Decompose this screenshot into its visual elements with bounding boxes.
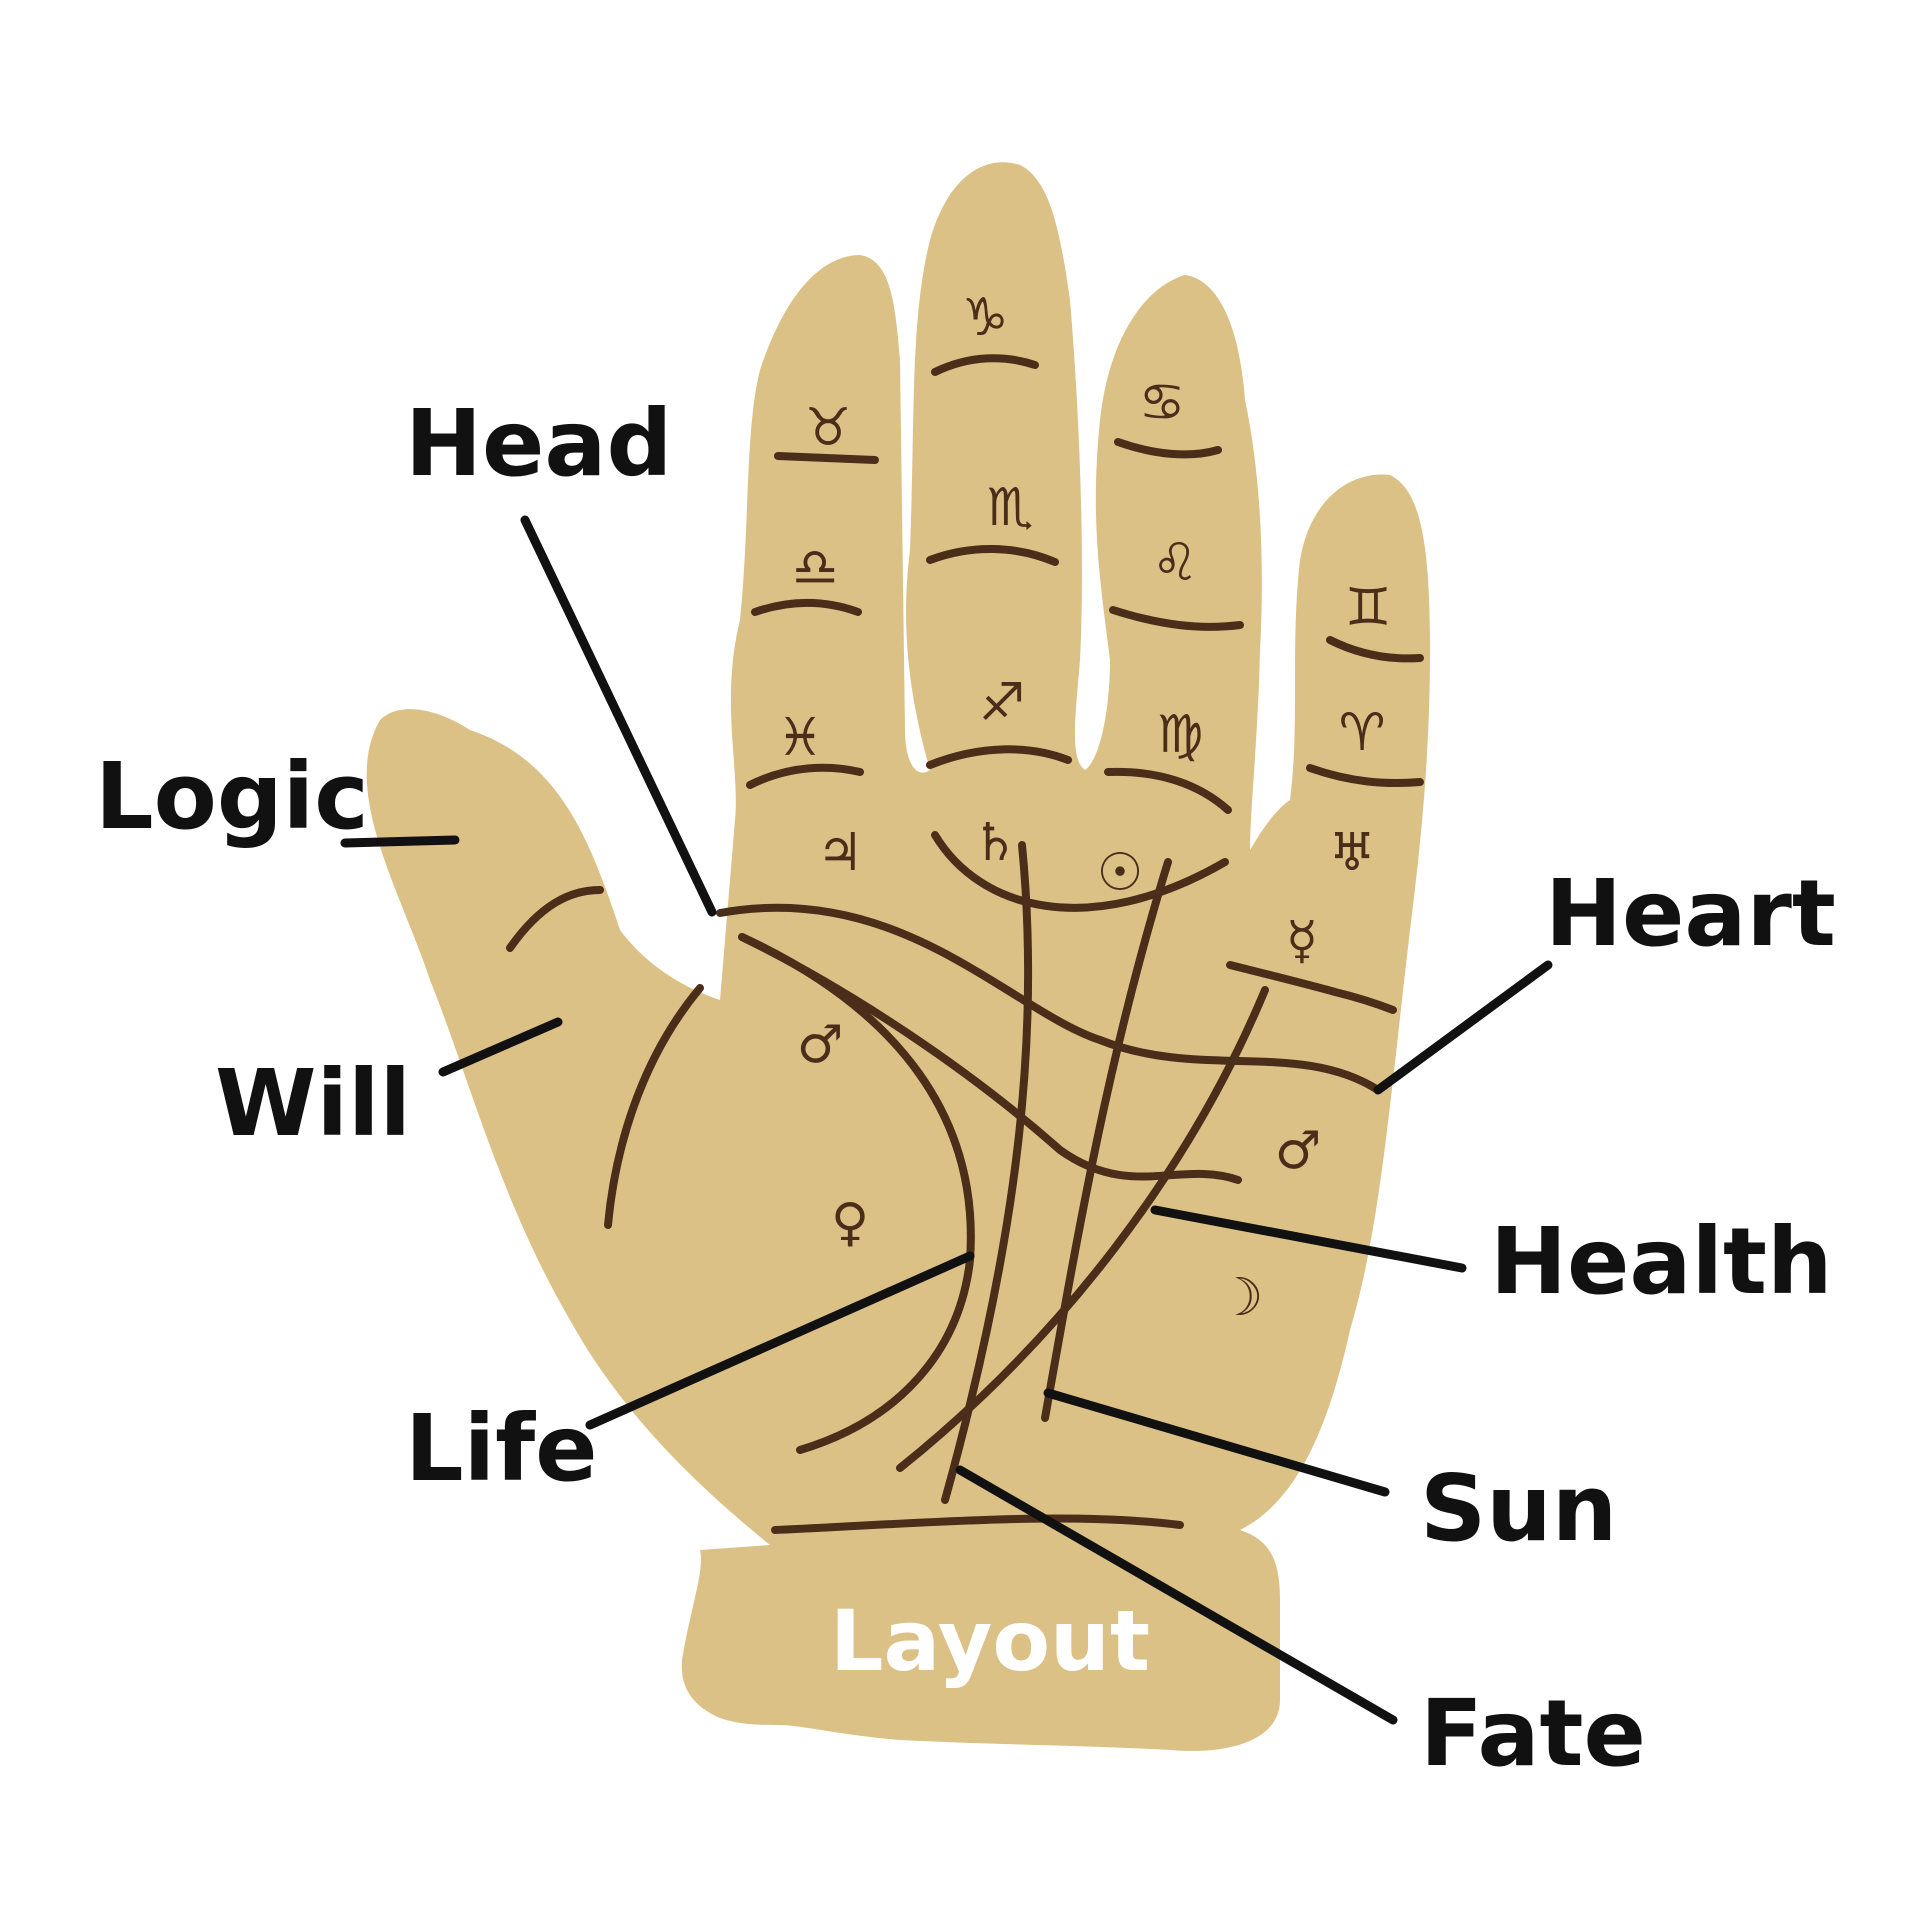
symbol-mount-uranus: ♅ <box>1329 823 1376 883</box>
symbol-mount-sun: ☉ <box>1097 843 1144 903</box>
symbol-index-base: ♓ <box>777 708 824 768</box>
crease-index-3 <box>746 763 864 789</box>
symbol-mount-jupiter: ♃ <box>817 823 864 883</box>
leader-health <box>1150 1205 1467 1273</box>
line-labels: Head Logic Will Life Heart Health Sun Fa… <box>95 390 1836 1787</box>
label-life: Life <box>405 1395 598 1502</box>
leader-head <box>520 515 717 917</box>
sun-line <box>1041 858 1172 1422</box>
leader-fate <box>955 1465 1398 1725</box>
crease-middle-3 <box>926 745 1072 769</box>
symbol-ring-top: ♋ <box>1139 373 1186 433</box>
symbol-ring-base: ♍ <box>1157 705 1204 765</box>
label-heart: Heart <box>1545 860 1836 967</box>
label-sun: Sun <box>1420 1455 1617 1562</box>
life-line <box>604 984 704 1229</box>
girdle-of-venus <box>931 831 1229 912</box>
crease-little-1 <box>1326 636 1424 663</box>
label-wrist: Layout <box>830 1592 1150 1690</box>
crease-index-2 <box>751 599 862 616</box>
symbol-little-top: ♊ <box>1345 578 1392 638</box>
label-will: Will <box>215 1050 411 1157</box>
symbol-mount-saturn: ♄ <box>972 813 1019 873</box>
label-health: Health <box>1490 1208 1832 1315</box>
symbol-index-mid: ♎ <box>792 538 839 598</box>
bracelet-line <box>771 1514 1184 1534</box>
symbol-mount-mars-lower: ♂ <box>1275 1121 1322 1181</box>
label-head: Head <box>405 390 672 497</box>
symbol-middle-mid: ♏ <box>987 478 1034 538</box>
crease-ring-1 <box>1114 438 1222 459</box>
symbol-mount-moon: ☽ <box>1217 1268 1264 1328</box>
crease-ring-3 <box>1104 767 1232 814</box>
label-fate: Fate <box>1420 1680 1646 1787</box>
crease-middle-1 <box>931 354 1039 376</box>
health-line <box>896 986 1269 1472</box>
symbol-middle-top: ♑ <box>962 288 1009 348</box>
fate-line <box>941 841 1033 1504</box>
symbol-middle-base: ♐ <box>979 673 1026 733</box>
label-logic: Logic <box>95 743 369 850</box>
leader-heart <box>1373 960 1553 1095</box>
leader-lines <box>340 515 1553 1725</box>
crease-thumb <box>506 886 604 952</box>
leader-life <box>585 1251 975 1430</box>
palm-lines <box>506 354 1424 1534</box>
leader-logic <box>340 835 460 848</box>
crease-ring-2 <box>1109 606 1244 631</box>
symbol-index-top: ♉ <box>805 398 852 458</box>
symbol-mount-mars-upper: ♂ <box>797 1015 844 1075</box>
symbol-mount-mercury: ☿ <box>1286 911 1318 971</box>
heart-line <box>716 903 1382 1094</box>
life-line-2 <box>738 933 975 1454</box>
symbol-little-base: ♈ <box>1339 703 1386 763</box>
hand-shape <box>366 162 1430 1751</box>
astro-symbols: ♉ ♎ ♓ ♑ ♏ ♐ ♋ ♌ ♍ ♊ ♈ ♃ ♄ ☉ ♅ ☿ ♂ ♂ ♀ ☽ <box>777 288 1392 1328</box>
mercury-line <box>1226 961 1397 1014</box>
leader-sun <box>1043 1388 1390 1497</box>
leader-will <box>438 1017 563 1077</box>
symbol-ring-mid: ♌ <box>1152 533 1199 593</box>
crease-middle-2 <box>926 545 1059 566</box>
hand-silhouette <box>366 162 1430 1751</box>
crease-index-1 <box>774 452 879 464</box>
crease-little-2 <box>1306 764 1424 788</box>
symbol-mount-venus: ♀ <box>831 1193 869 1253</box>
